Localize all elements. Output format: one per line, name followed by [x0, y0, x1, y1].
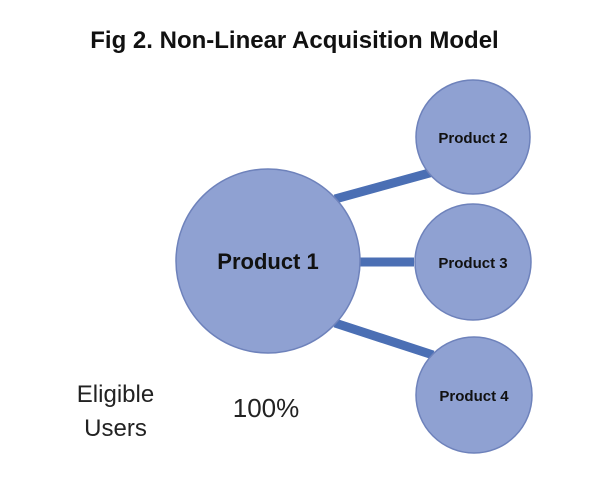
eligible-users-caption: Eligible Users [58, 378, 173, 446]
caption-line-2: Users [84, 415, 147, 442]
diagram-title: Fig 2. Non-Linear Acquisition Model [90, 27, 499, 54]
node-product-4-label: Product 4 [439, 388, 509, 405]
connector-product1-product2 [333, 167, 435, 204]
node-product-1-label: Product 1 [217, 249, 318, 274]
node-product-3-label: Product 3 [438, 255, 507, 272]
node-product-2: Product 2 [415, 79, 531, 195]
percentage-value: 100% [232, 393, 300, 423]
node-product-3: Product 3 [414, 203, 532, 321]
caption-line-1: Eligible [76, 381, 155, 408]
connector-product1-product4 [333, 318, 435, 360]
node-product-1: Product 1 [175, 168, 361, 354]
node-product-4: Product 4 [415, 336, 533, 454]
node-product-2-label: Product 2 [438, 130, 507, 147]
